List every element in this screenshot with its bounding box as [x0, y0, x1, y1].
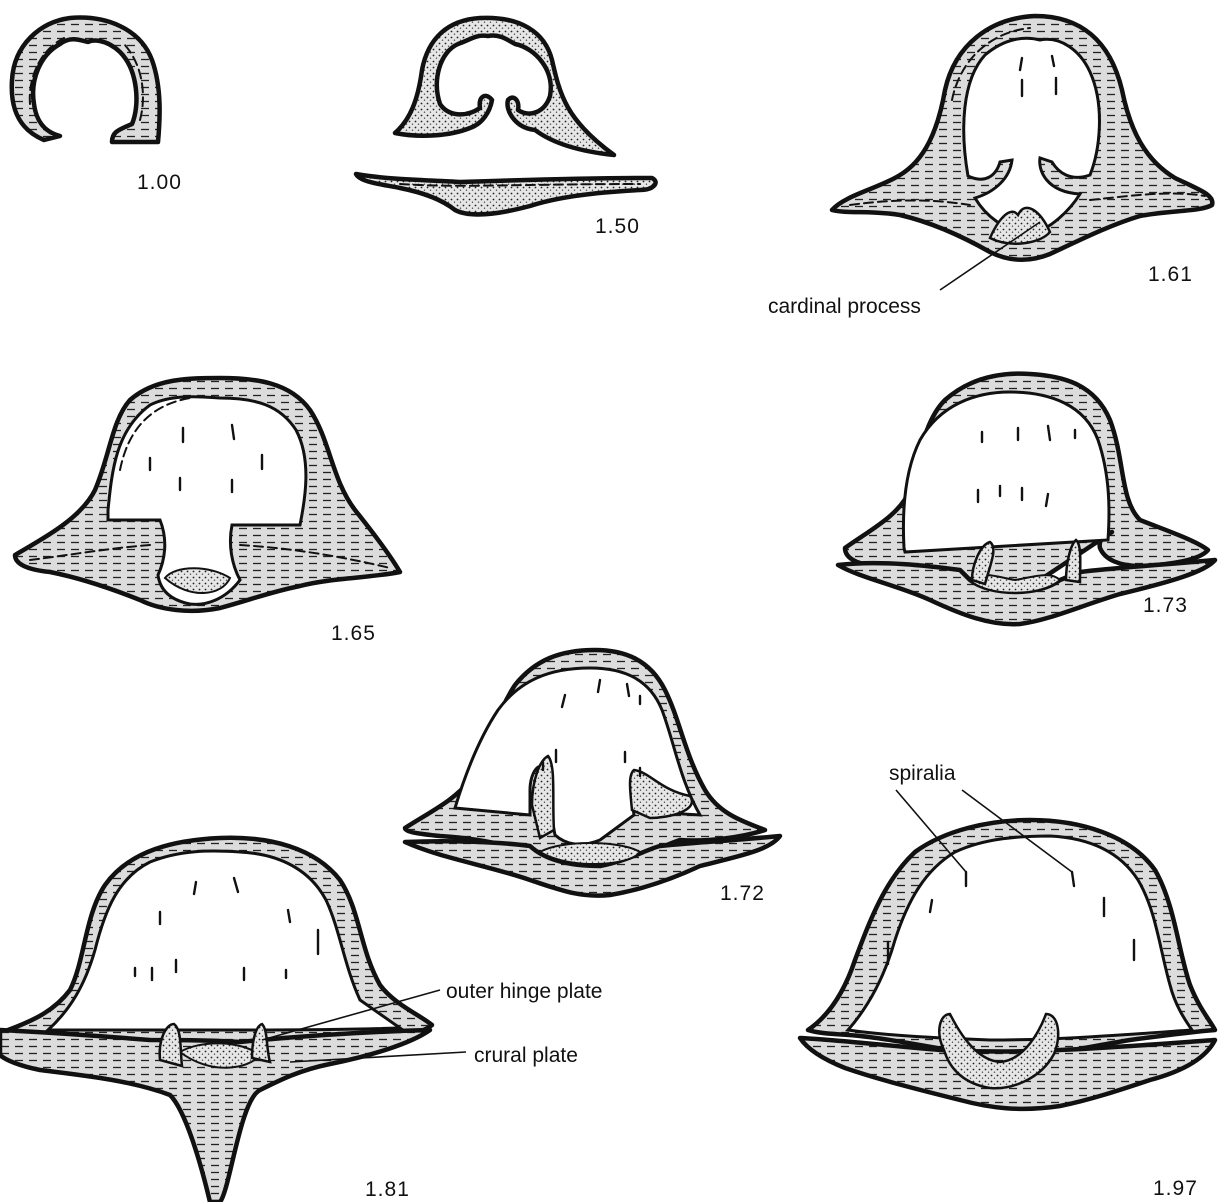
section-label: 1.50 — [595, 215, 640, 238]
section-label: 1.00 — [137, 171, 182, 194]
section-1-73: 1.73 — [838, 374, 1215, 625]
section-1-65: 1.65 — [15, 378, 400, 645]
annotation-crural-plate: crural plate — [474, 1044, 578, 1067]
annotation-spiralia: spiralia — [889, 762, 956, 785]
section-1-72: 1.72 — [405, 650, 780, 905]
shell-outline — [12, 18, 160, 142]
section-label: 1.97 — [1153, 1177, 1198, 1200]
section-label: 1.65 — [331, 622, 376, 645]
ventral-valve-outline — [356, 174, 656, 214]
section-1-61: cardinal process 1.61 — [768, 16, 1212, 318]
dorsal-valve-outline — [395, 18, 614, 155]
section-1-00: 1.00 — [12, 18, 182, 194]
section-1-50: 1.50 — [356, 18, 656, 238]
annotation-outer-hinge-plate: outer hinge plate — [446, 980, 602, 1003]
section-label: 1.61 — [1148, 263, 1193, 286]
annotation-cardinal-process: cardinal process — [768, 295, 921, 318]
section-label: 1.81 — [365, 1178, 410, 1201]
section-label: 1.72 — [720, 882, 765, 905]
section-1-97: spiralia 1.97 — [800, 762, 1215, 1200]
section-label: 1.73 — [1143, 594, 1188, 617]
section-1-81: outer hinge plate crural plate 1.81 — [0, 838, 602, 1202]
